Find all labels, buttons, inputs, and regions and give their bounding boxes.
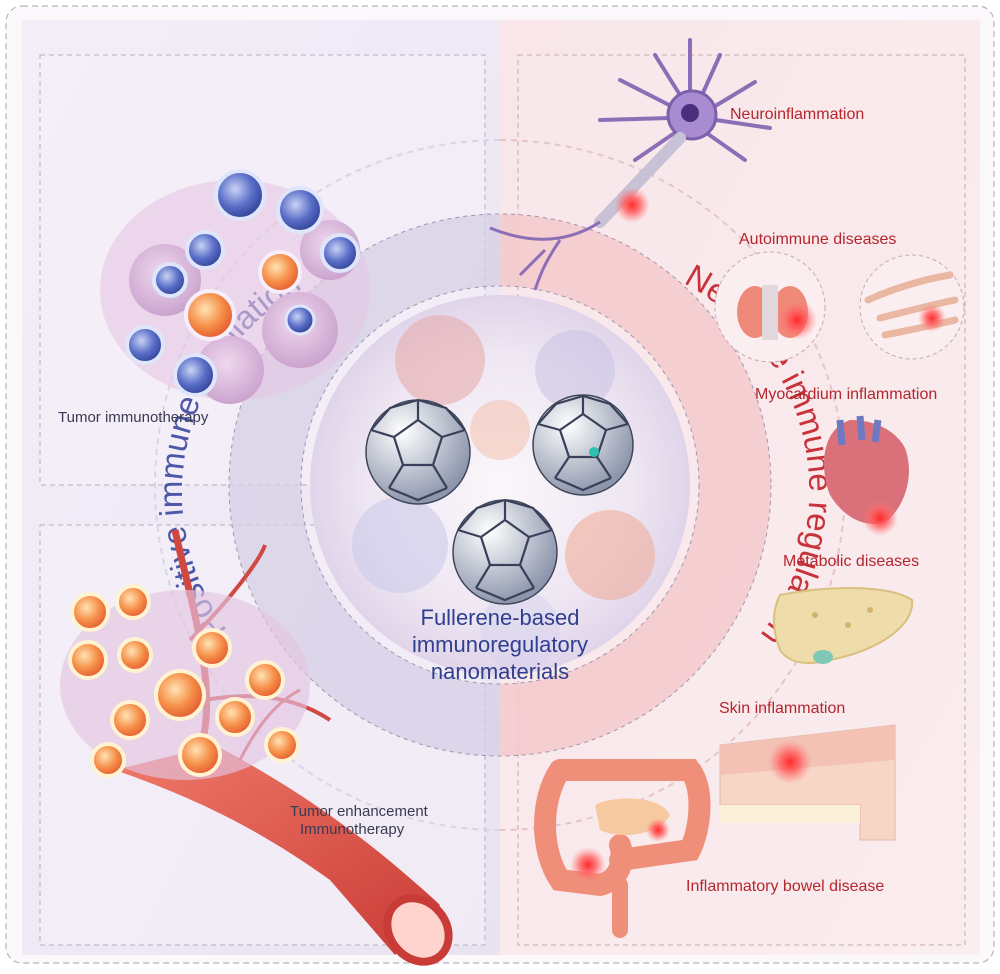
liver-illustration <box>773 587 914 664</box>
label-skin-inflammation: Skin inflammation <box>719 700 845 717</box>
negative-ring-band <box>499 214 771 756</box>
neuron-illustration <box>489 38 772 291</box>
label-autoimmune-diseases: Autoimmune diseases <box>739 231 896 248</box>
label-metabolic-diseases: Metabolic diseases <box>783 553 919 570</box>
label-tumor-immunotherapy: Tumor immunotherapy <box>58 409 209 426</box>
thyroid-illustration <box>714 251 826 363</box>
immune-cell-cluster-illustration <box>60 584 310 780</box>
fullerene-ball-left <box>365 398 471 505</box>
hand-joint-illustration <box>859 254 965 360</box>
skin-tissue-illustration <box>719 724 896 841</box>
label-inflammatory-bowel-disease: Inflammatory bowel disease <box>686 878 884 895</box>
intestine-illustration <box>534 759 711 938</box>
center-background-cells <box>352 315 655 670</box>
center-title-line-3: nanomaterials <box>431 659 569 684</box>
positive-ring-band <box>229 214 501 756</box>
left-outer-arc <box>154 139 501 831</box>
label-myocardium-inflammation: Myocardium inflammation <box>755 386 937 403</box>
label-tumor-enhancement-line-1: Tumor enhancement <box>290 803 429 820</box>
label-tumor-enhancement-line-2: Immunotherapy <box>300 821 405 838</box>
label-neuroinflammation: Neuroinflammation <box>730 106 864 123</box>
heart-illustration <box>824 415 909 536</box>
center-title-line-1: Fullerene-based <box>421 605 580 630</box>
fullerene-ball-bottom <box>452 498 558 605</box>
center-title-line-2: immunoregulatory <box>412 632 588 657</box>
tumor-cell-cluster-illustration <box>100 169 370 404</box>
fullerene-ball-right <box>532 394 634 496</box>
ring-outer-dash <box>228 213 772 757</box>
ring-inner-dash <box>300 285 700 685</box>
